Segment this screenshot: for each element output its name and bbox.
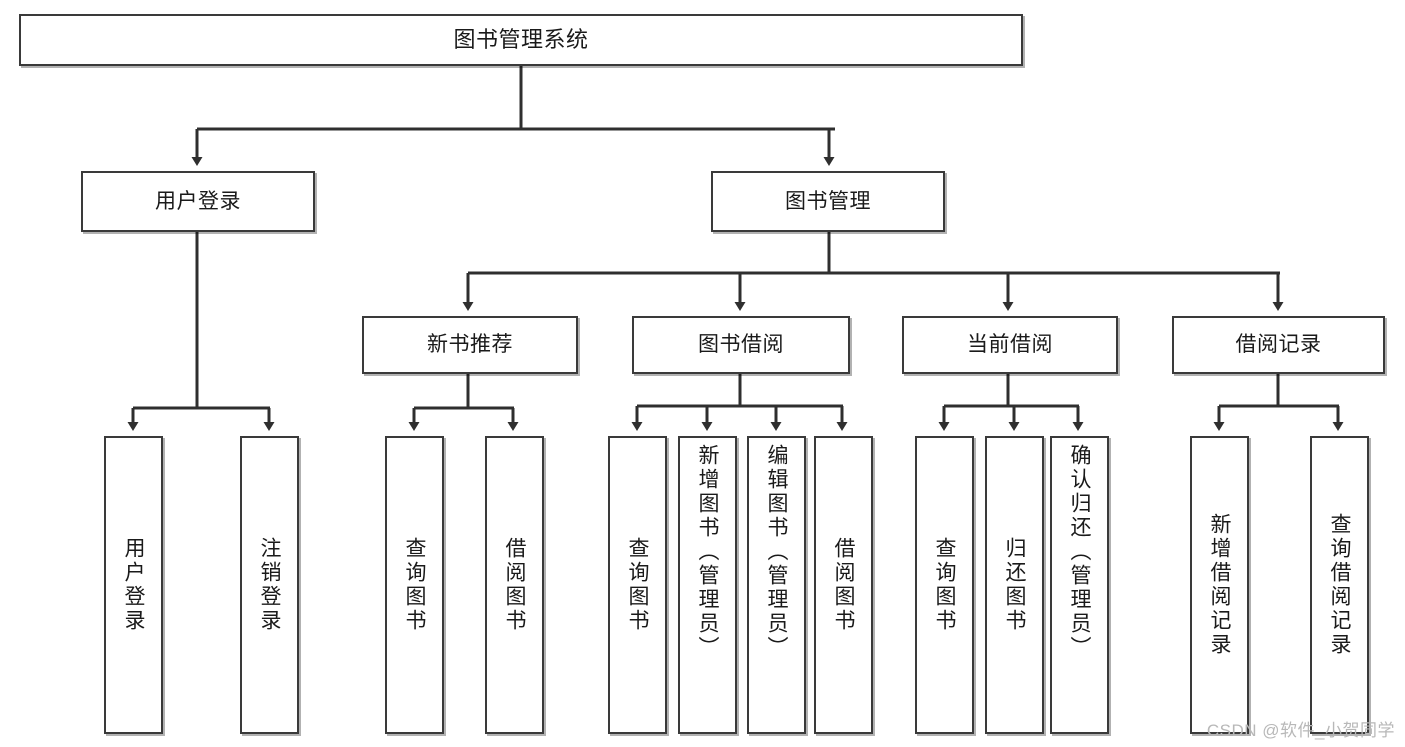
leaf-add-book-admin-label: 新增图书（管理员） [696, 444, 719, 660]
leaf-query-book-recommend-label: 查询图书 [403, 537, 426, 633]
node-book-borrow[interactable]: 图书借阅 [632, 316, 850, 374]
leaf-logout-label: 注销登录 [258, 537, 281, 633]
node-current-borrow[interactable]: 当前借阅 [902, 316, 1118, 374]
node-borrow-records[interactable]: 借阅记录 [1172, 316, 1385, 374]
leaf-query-book-borrow[interactable]: 查询图书 [608, 436, 667, 734]
leaf-query-book-recommend[interactable]: 查询图书 [385, 436, 444, 734]
leaf-return-book[interactable]: 归还图书 [985, 436, 1044, 734]
node-user-login[interactable]: 用户登录 [81, 171, 315, 232]
leaf-edit-book-admin-label: 编辑图书（管理员） [765, 444, 788, 660]
node-borrow-records-label: 借阅记录 [1235, 333, 1322, 357]
leaf-logout[interactable]: 注销登录 [240, 436, 299, 734]
csdn-watermark: CSDN @软件_小贺同学 [1206, 721, 1395, 740]
leaf-edit-book-admin[interactable]: 编辑图书（管理员） [747, 436, 806, 734]
leaf-query-book-current[interactable]: 查询图书 [915, 436, 974, 734]
leaf-query-book-current-label: 查询图书 [933, 537, 956, 633]
leaf-query-book-borrow-label: 查询图书 [626, 537, 649, 633]
node-new-book-recommend-label: 新书推荐 [427, 333, 513, 357]
leaf-user-login-label: 用户登录 [122, 537, 145, 633]
leaf-borrow-book-label: 借阅图书 [832, 537, 855, 633]
node-root[interactable]: 图书管理系统 [19, 14, 1023, 66]
node-root-label: 图书管理系统 [453, 26, 589, 52]
node-user-login-label: 用户登录 [155, 189, 241, 213]
leaf-confirm-return-admin[interactable]: 确认归还（管理员） [1050, 436, 1109, 734]
leaf-add-borrow-record[interactable]: 新增借阅记录 [1190, 436, 1249, 734]
leaf-borrow-book[interactable]: 借阅图书 [814, 436, 873, 734]
leaf-borrow-book-recommend-label: 借阅图书 [503, 537, 526, 633]
leaf-query-borrow-record-label: 查询借阅记录 [1328, 513, 1351, 657]
leaf-return-book-label: 归还图书 [1003, 537, 1026, 633]
leaf-user-login[interactable]: 用户登录 [104, 436, 163, 734]
leaf-query-borrow-record[interactable]: 查询借阅记录 [1310, 436, 1369, 734]
leaf-borrow-book-recommend[interactable]: 借阅图书 [485, 436, 544, 734]
leaf-add-book-admin[interactable]: 新增图书（管理员） [678, 436, 737, 734]
node-book-borrow-label: 图书借阅 [698, 333, 784, 357]
node-new-book-recommend[interactable]: 新书推荐 [362, 316, 578, 374]
node-current-borrow-label: 当前借阅 [967, 333, 1053, 357]
leaf-confirm-return-admin-label: 确认归还（管理员） [1068, 444, 1091, 660]
node-book-management[interactable]: 图书管理 [711, 171, 945, 232]
node-book-management-label: 图书管理 [785, 189, 871, 213]
leaf-add-borrow-record-label: 新增借阅记录 [1208, 513, 1231, 657]
